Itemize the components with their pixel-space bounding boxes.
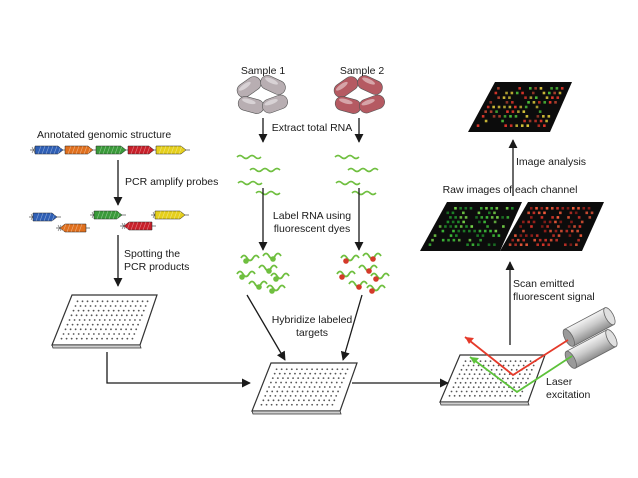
spotted-array-chip bbox=[51, 294, 158, 349]
raw-images-label: Raw images of each channel bbox=[442, 184, 578, 196]
label-rna-line-1: Label RNA using bbox=[272, 210, 352, 222]
hybridize-line-2: targets bbox=[295, 327, 329, 339]
image-analysis-label: Image analysis bbox=[516, 156, 587, 168]
sample2-label: Sample 2 bbox=[339, 65, 385, 77]
sample1-rna-strands-icon bbox=[236, 154, 281, 196]
scan-line-1: Scan emitted bbox=[513, 278, 575, 290]
hybridize-label: Hybridize labeled targets bbox=[272, 314, 353, 340]
scan-emitted-label: Scan emitted fluorescent signal bbox=[513, 278, 595, 304]
sample2-cells-icon bbox=[333, 75, 385, 114]
scanned-array-chip bbox=[439, 354, 546, 406]
spotting-line-2: PCR products bbox=[124, 261, 190, 273]
laser-tubes-icon bbox=[562, 307, 618, 369]
hybridized-array-chip bbox=[251, 362, 358, 415]
green-channel-image-panel bbox=[420, 202, 522, 251]
sample1-cells-icon bbox=[236, 75, 288, 114]
laser-beams bbox=[464, 336, 573, 394]
analyzed-image-panel bbox=[468, 82, 572, 132]
extract-rna-label: Extract total RNA bbox=[271, 122, 353, 134]
spotting-label: Spotting the PCR products bbox=[124, 248, 189, 274]
sample1-label: Sample 1 bbox=[240, 65, 286, 77]
spotting-line-1: Spotting the bbox=[124, 248, 181, 260]
laser-line-2: excitation bbox=[546, 389, 591, 401]
sample2-labeled-rna-icon bbox=[336, 252, 390, 294]
pcr-amplify-label: PCR amplify probes bbox=[125, 176, 219, 188]
annotated-genomic-structure-label: Annotated genomic structure bbox=[37, 129, 172, 141]
flow-arrows bbox=[106, 118, 518, 388]
laser-excitation-label: Laser excitation bbox=[546, 376, 590, 402]
hybridize-line-1: Hybridize labeled bbox=[271, 314, 353, 326]
annotated-gene-segments-icon bbox=[30, 145, 190, 155]
sample2-rna-strands-icon bbox=[334, 154, 379, 196]
red-channel-image-panel bbox=[500, 202, 604, 251]
laser-line-1: Laser bbox=[546, 376, 573, 388]
label-rna-line-2: fluorescent dyes bbox=[273, 223, 351, 235]
label-rna-label: Label RNA using fluorescent dyes bbox=[273, 210, 351, 236]
sample1-labeled-rna-icon bbox=[236, 252, 290, 294]
pcr-probes-icon bbox=[29, 210, 189, 233]
scan-line-2: fluorescent signal bbox=[513, 291, 595, 303]
